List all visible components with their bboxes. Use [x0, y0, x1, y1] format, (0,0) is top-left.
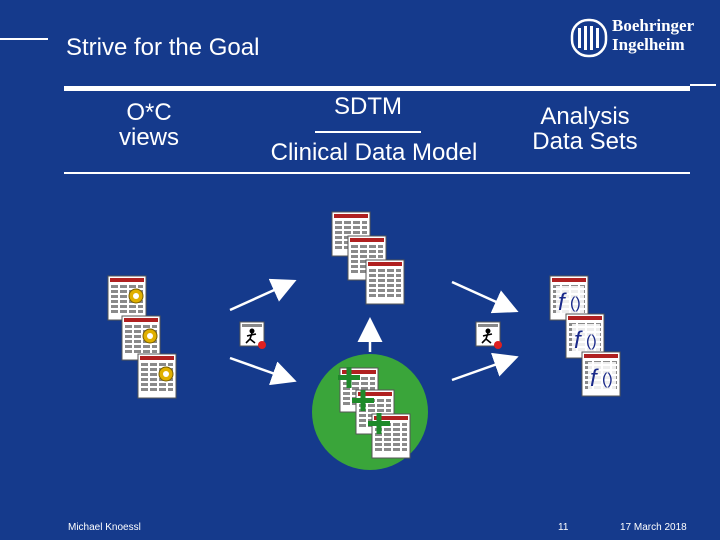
logo-line2: Ingelheim — [612, 35, 685, 54]
company-logo: Boehringer Ingelheim — [568, 16, 702, 60]
ocviews-table-stack — [107, 275, 177, 399]
gear-table-icon[interactable] — [107, 275, 147, 321]
header-rule-tail — [690, 84, 716, 86]
new-sdtm-table-stack — [338, 367, 411, 459]
sdtm-table-stack — [331, 211, 405, 305]
ocviews-line2: views — [118, 124, 179, 151]
function-table-icon[interactable] — [550, 276, 588, 320]
analysis-header: Analysis Data Sets — [510, 104, 660, 154]
analysis-table-stack — [550, 276, 620, 396]
function-table-icon[interactable] — [582, 352, 620, 396]
arrow-icon — [229, 278, 297, 312]
header-rule — [64, 86, 690, 91]
plus-icon — [338, 367, 390, 434]
footer-page-number: 11 — [558, 522, 569, 533]
top-left-line — [0, 38, 48, 40]
arrow-icon — [451, 352, 519, 382]
flow-arrows — [229, 278, 519, 386]
footer-date: 17 March 2018 — [620, 522, 687, 533]
logo-line1: Boehringer — [612, 16, 695, 35]
runner-macro-icon[interactable] — [475, 321, 502, 349]
sdtm-header: SDTM — [334, 93, 402, 120]
gear-table-icon[interactable] — [121, 315, 161, 361]
divider-rule — [64, 172, 690, 174]
arrow-icon — [229, 356, 297, 386]
sdtm-underline — [315, 131, 421, 133]
logo-icon — [570, 18, 608, 58]
footer-author: Michael Knoessl — [68, 522, 141, 533]
sdtm-subheader: Clinical Data Model — [270, 139, 478, 166]
gear-table-icon[interactable] — [137, 353, 177, 399]
analysis-line2: Data Sets — [532, 128, 638, 155]
analysis-line1: Analysis — [540, 103, 630, 130]
table-icon[interactable] — [365, 259, 405, 305]
ocviews-header: O*C views — [94, 100, 204, 150]
ocviews-line1: O*C — [126, 99, 172, 126]
arrow-icon — [451, 280, 519, 314]
runner-macro-icon[interactable] — [239, 321, 266, 349]
slide-title: Strive for the Goal — [66, 34, 260, 61]
function-table-icon[interactable] — [566, 314, 604, 358]
